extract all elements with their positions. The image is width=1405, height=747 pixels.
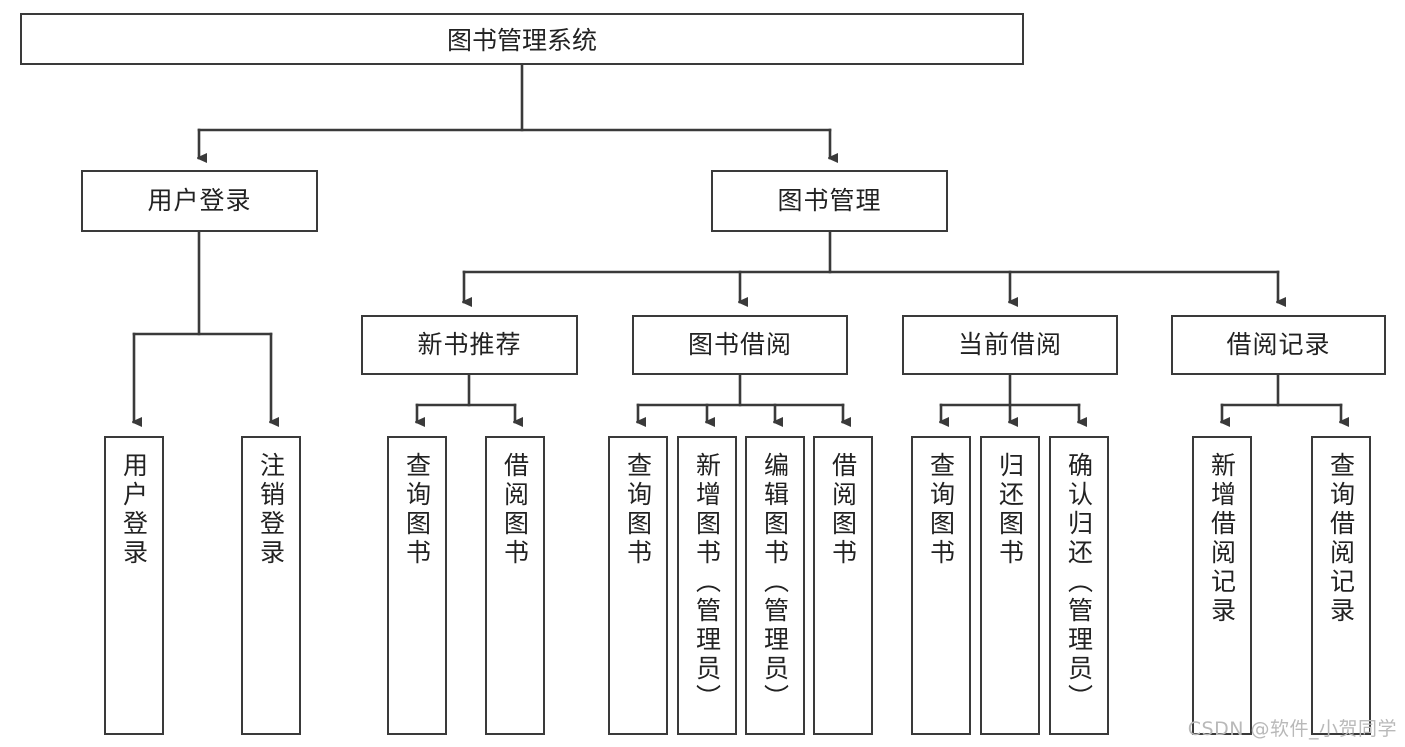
node-label: 借阅记录: [1226, 330, 1331, 360]
node-label: 确认归还（管理员）: [1064, 452, 1094, 713]
node-label: 查询图书: [402, 452, 432, 568]
leaf-edit-book-admin[interactable]: 编辑图书（管理员）: [745, 436, 805, 735]
node-label: 用户登录: [147, 186, 252, 216]
leaf-add-borrow-record[interactable]: 新增借阅记录: [1192, 436, 1252, 735]
node-label: 查询图书: [926, 452, 956, 568]
leaf-query-borrow-record[interactable]: 查询借阅记录: [1311, 436, 1371, 735]
node-new-book-recommend[interactable]: 新书推荐: [361, 315, 578, 375]
leaf-logout[interactable]: 注销登录: [241, 436, 301, 735]
node-label: 编辑图书（管理员）: [760, 452, 790, 713]
node-label: 用户登录: [119, 452, 149, 568]
node-root-system[interactable]: 图书管理系统: [20, 13, 1024, 65]
node-current-borrow[interactable]: 当前借阅: [902, 315, 1118, 375]
leaf-return-book[interactable]: 归还图书: [980, 436, 1040, 735]
node-book-borrow[interactable]: 图书借阅: [632, 315, 848, 375]
leaf-user-login[interactable]: 用户登录: [104, 436, 164, 735]
leaf-current-query-book[interactable]: 查询图书: [911, 436, 971, 735]
leaf-borrow-book[interactable]: 借阅图书: [813, 436, 873, 735]
node-label: 归还图书: [995, 452, 1025, 568]
node-label: 图书管理系统: [446, 26, 597, 55]
node-label: 注销登录: [256, 452, 286, 568]
node-label: 当前借阅: [957, 330, 1062, 360]
node-label: 图书管理: [777, 186, 882, 216]
node-label: 新增借阅记录: [1207, 452, 1237, 626]
node-label: 查询图书: [623, 452, 653, 568]
node-label: 图书借阅: [687, 330, 792, 360]
node-label: 借阅图书: [500, 452, 530, 568]
leaf-borrow-query-book[interactable]: 查询图书: [608, 436, 668, 735]
leaf-new-book-query[interactable]: 查询图书: [387, 436, 447, 735]
leaf-add-book-admin[interactable]: 新增图书（管理员）: [677, 436, 737, 735]
node-label: 新书推荐: [417, 330, 522, 360]
watermark-text: CSDN @软件_小贺同学: [1187, 718, 1397, 740]
node-user-login[interactable]: 用户登录: [81, 170, 318, 232]
node-label: 查询借阅记录: [1326, 452, 1356, 626]
node-label: 新增图书（管理员）: [692, 452, 722, 713]
node-borrow-record[interactable]: 借阅记录: [1171, 315, 1386, 375]
leaf-confirm-return-admin[interactable]: 确认归还（管理员）: [1049, 436, 1109, 735]
node-label: 借阅图书: [828, 452, 858, 568]
leaf-new-book-borrow[interactable]: 借阅图书: [485, 436, 545, 735]
node-book-management[interactable]: 图书管理: [711, 170, 948, 232]
